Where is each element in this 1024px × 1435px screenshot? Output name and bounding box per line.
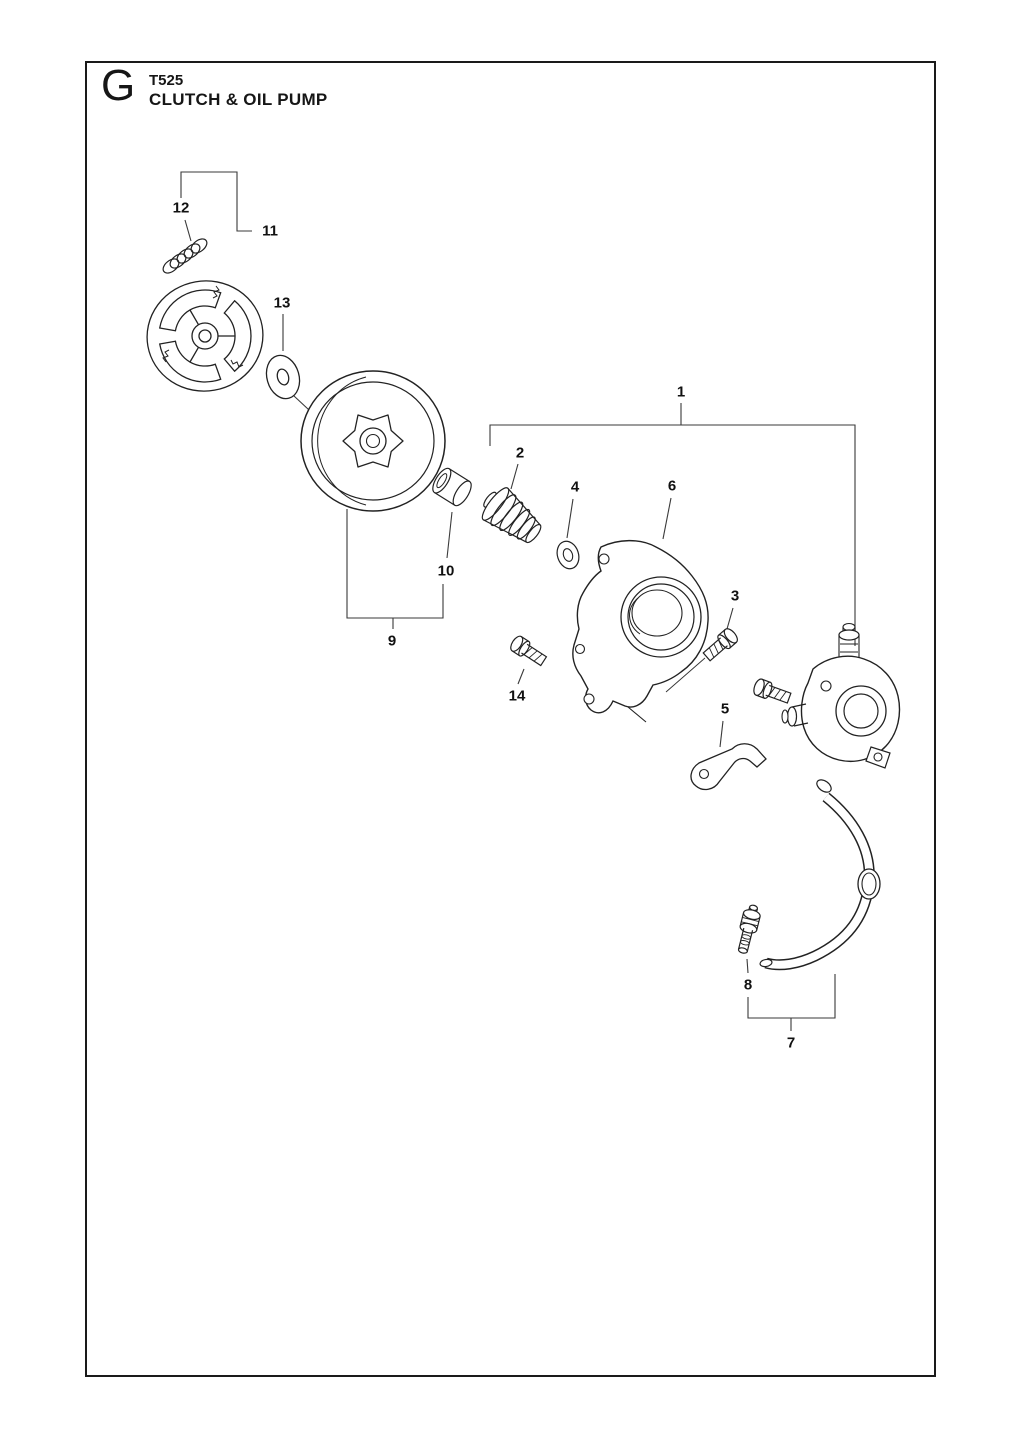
callout-part-10: 10 bbox=[435, 562, 457, 580]
hose-coupling bbox=[857, 868, 881, 900]
hose-clamp bbox=[690, 743, 767, 791]
callout-part-14: 14 bbox=[506, 687, 528, 705]
callout-part-8: 8 bbox=[741, 976, 755, 994]
callout-part-11: 11 bbox=[260, 222, 280, 240]
callout-part-2: 2 bbox=[513, 444, 527, 462]
page-title: CLUTCH & OIL PUMP bbox=[149, 90, 328, 109]
callout-part-1: 1 bbox=[674, 383, 688, 401]
section-letter: G bbox=[101, 61, 136, 110]
callout-part-6: 6 bbox=[665, 477, 679, 495]
callout-part-7: 7 bbox=[784, 1034, 798, 1052]
page-border bbox=[85, 61, 936, 1377]
washer bbox=[556, 540, 580, 570]
screw-14 bbox=[507, 633, 549, 669]
callout-part-12: 12 bbox=[170, 199, 192, 217]
callout-part-13: 13 bbox=[271, 294, 293, 312]
callout-part-3: 3 bbox=[728, 587, 742, 605]
needle-bearing bbox=[432, 467, 472, 507]
callout-part-5: 5 bbox=[718, 700, 732, 718]
clutch-spring bbox=[162, 238, 208, 274]
thrust-washer bbox=[265, 354, 301, 400]
model-number: T525 bbox=[149, 72, 184, 89]
worm-gear bbox=[481, 487, 542, 544]
pump-mounting-screw bbox=[751, 677, 793, 707]
callout-part-4: 4 bbox=[568, 478, 582, 496]
oil-pump-cover bbox=[572, 539, 709, 723]
clutch-assembly bbox=[146, 280, 264, 392]
clutch-drum bbox=[300, 370, 446, 512]
oil-pickup-connector bbox=[737, 904, 761, 954]
oil-pump-body bbox=[781, 622, 901, 793]
callout-part-9: 9 bbox=[385, 632, 399, 650]
screw-3-axis-line bbox=[665, 657, 706, 693]
oil-hose bbox=[759, 792, 875, 971]
